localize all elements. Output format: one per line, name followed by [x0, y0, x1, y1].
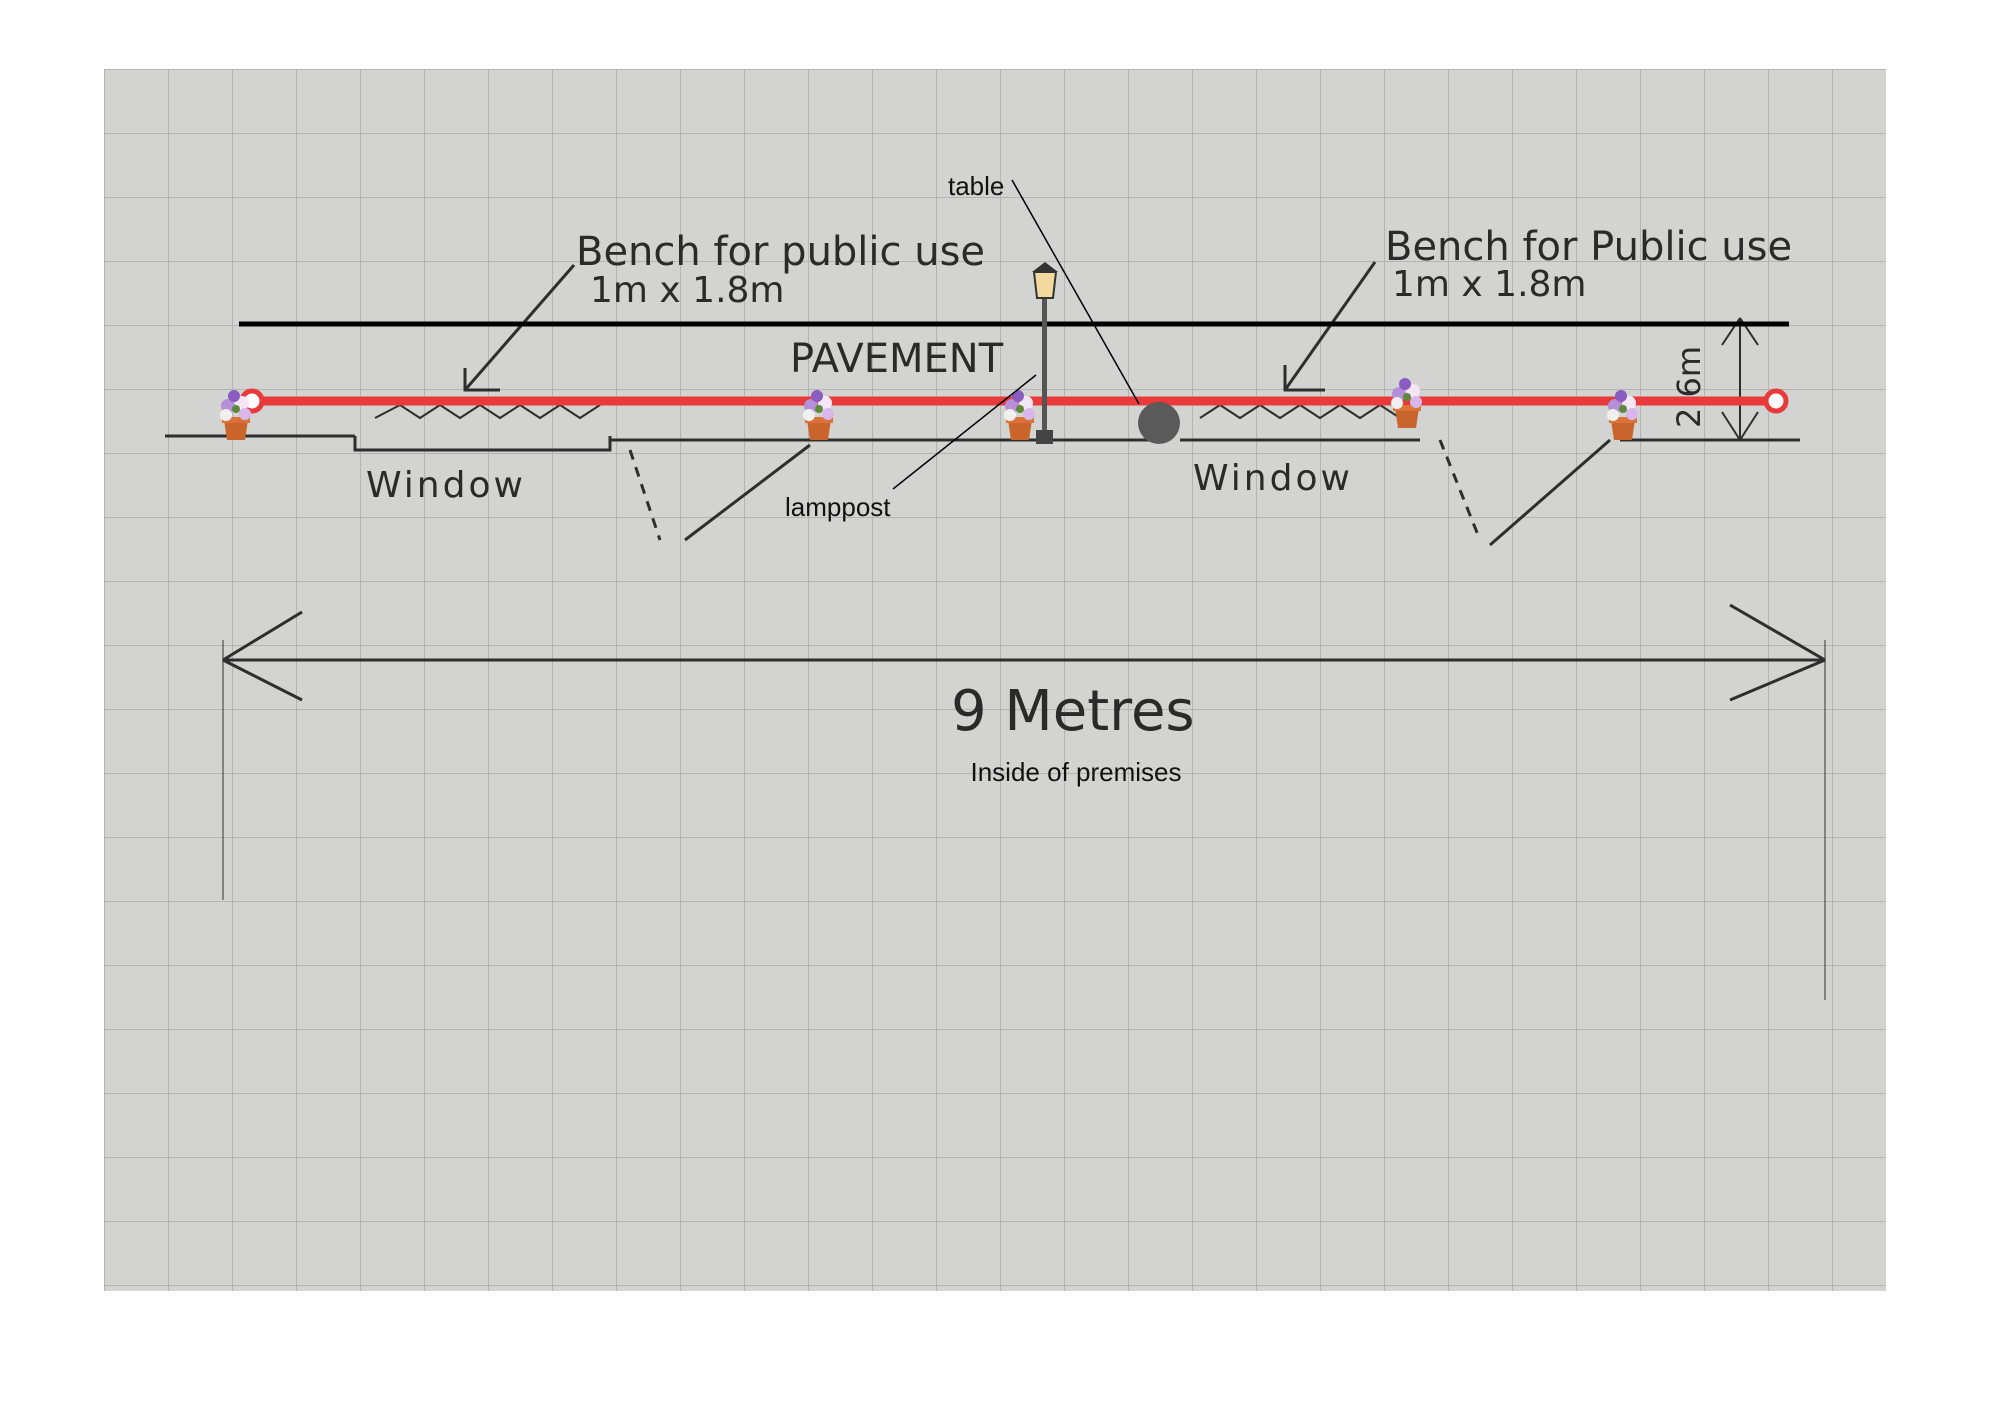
bench-right-size: 1m x 1.8m — [1392, 264, 1586, 305]
depth-dimension-label: 2.6m — [1670, 346, 1708, 428]
inside-premises-label: Inside of premises — [971, 757, 1182, 787]
table-label: table — [948, 171, 1004, 201]
window-left-label: Window — [366, 465, 526, 506]
table-leader-line — [1011, 179, 1140, 405]
width-dimension-label: 9 Metres — [951, 679, 1195, 744]
pavement-label: PAVEMENT — [790, 336, 1004, 382]
lamppost-label: lamppost — [785, 492, 891, 522]
bench-left-label: Bench for public use — [576, 229, 985, 275]
window-right-label: Window — [1193, 458, 1353, 499]
bench-left-size: 1m x 1.8m — [590, 270, 784, 311]
bench-right-label: Bench for Public use — [1385, 224, 1792, 270]
pencil-sketch — [165, 261, 1826, 1000]
lamppost-leader-line — [892, 374, 1037, 490]
graph-paper-photo — [104, 69, 1886, 1291]
table-marker — [1138, 402, 1180, 444]
boundary-end-handle — [1763, 388, 1789, 414]
lamppost-icon — [1032, 262, 1058, 444]
